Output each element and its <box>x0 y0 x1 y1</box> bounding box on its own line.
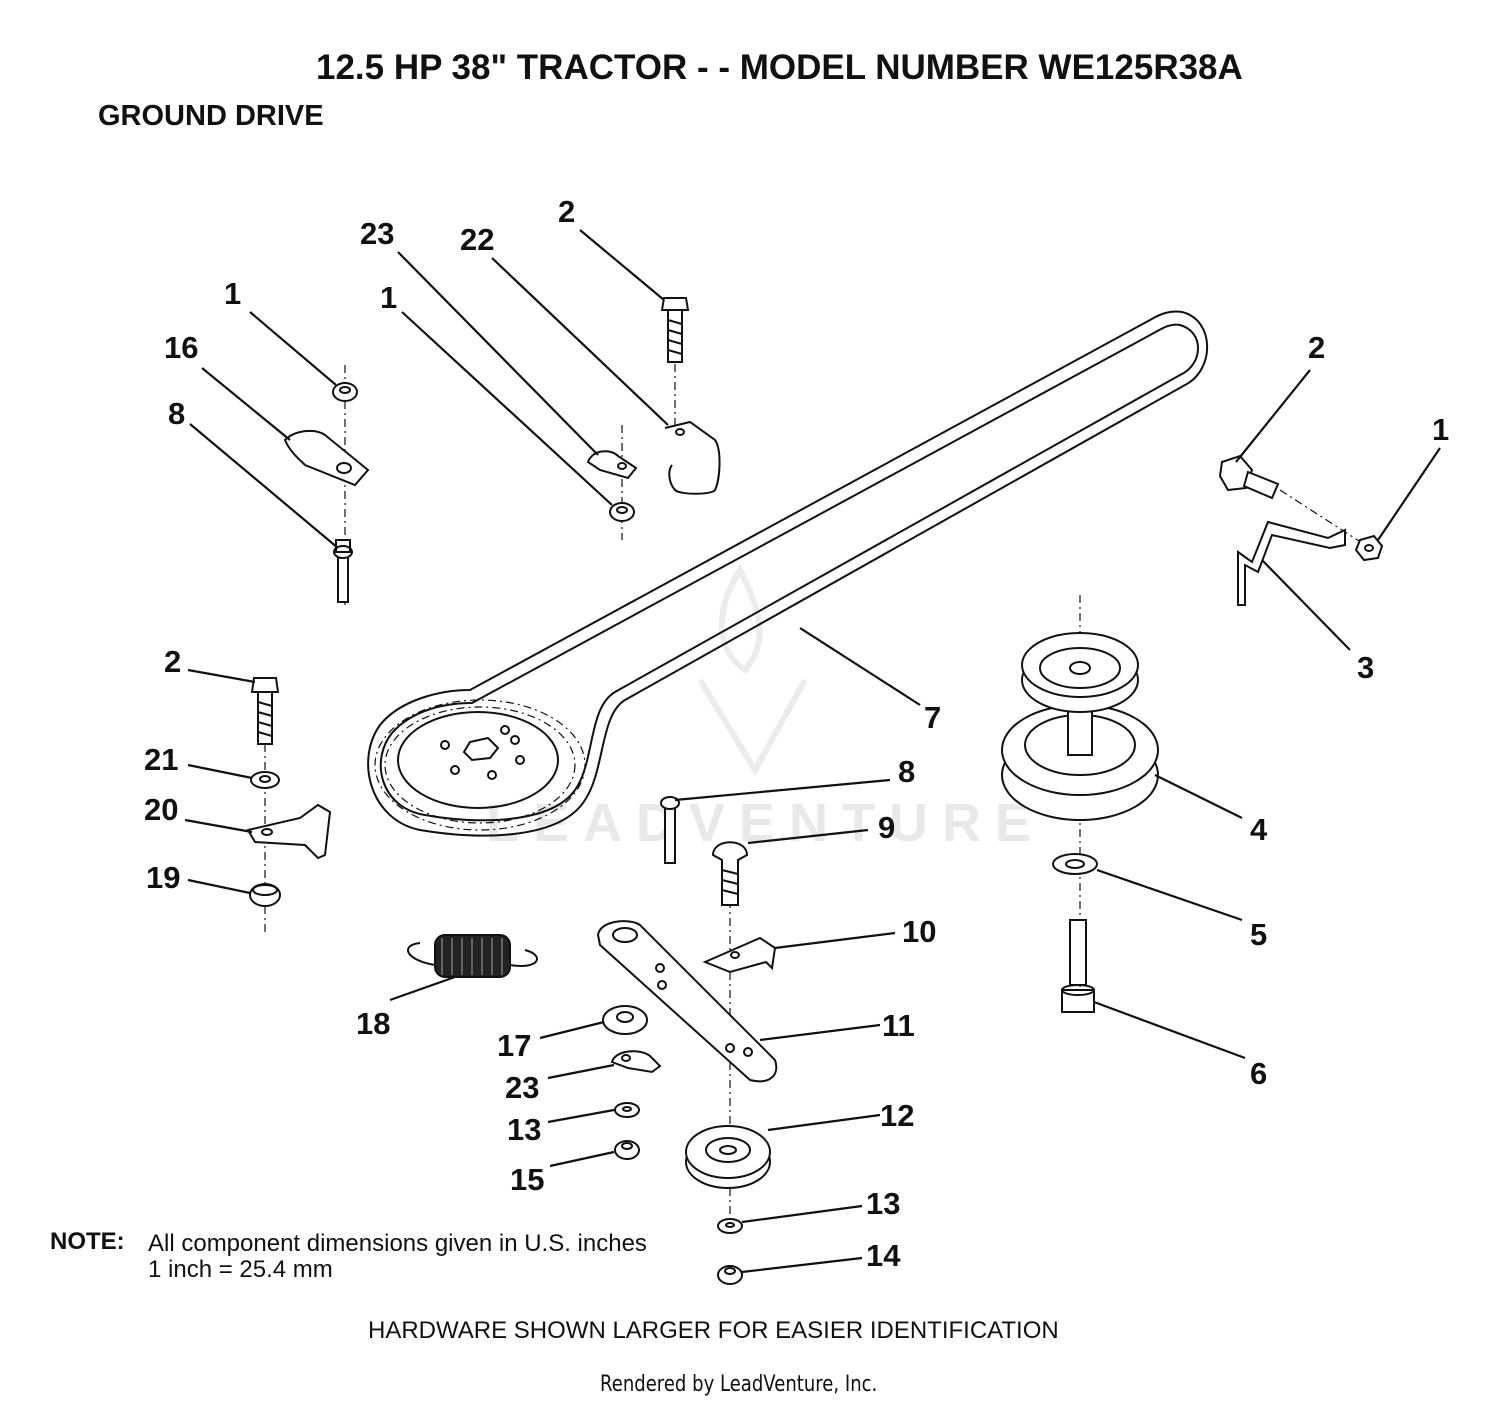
callout-17: 17 <box>497 1028 531 1063</box>
callout-23: 23 <box>360 216 394 251</box>
callout-4: 4 <box>1250 812 1268 847</box>
part-group-left <box>246 677 332 935</box>
callout-21: 21 <box>144 742 178 777</box>
callout-7: 7 <box>924 700 941 735</box>
spring <box>407 934 538 978</box>
part-group-top-middle <box>586 297 721 540</box>
section-title: GROUND DRIVE <box>98 100 324 132</box>
part-group-top-left <box>283 365 370 605</box>
callout-13: 13 <box>866 1186 900 1221</box>
note-line-2: 1 inch = 25.4 mm <box>148 1256 333 1283</box>
callout-2: 2 <box>558 194 575 229</box>
callout-19: 19 <box>146 860 180 895</box>
callout-22: 22 <box>460 222 494 257</box>
part-group-idler-arm <box>596 796 778 1285</box>
part-group-transmission-pulley <box>1001 595 1159 1013</box>
callout-11: 11 <box>882 1008 915 1043</box>
callout-8: 8 <box>168 396 185 431</box>
leader-lines <box>184 229 1441 1274</box>
callout-2: 2 <box>164 644 181 679</box>
drive-belt <box>367 310 1209 837</box>
page-title: 12.5 HP 38" TRACTOR - - MODEL NUMBER WE1… <box>316 48 1243 87</box>
callout-15: 15 <box>510 1162 544 1197</box>
callout-1: 1 <box>380 280 397 315</box>
callout-12: 12 <box>880 1098 914 1133</box>
callout-6: 6 <box>1250 1056 1267 1091</box>
callout-labels: 1 16 8 23 1 22 2 2 1 3 7 2 21 20 19 8 9 … <box>144 194 1449 1273</box>
callout-1: 1 <box>224 276 241 311</box>
rendered-by-footer: Rendered by LeadVenture, Inc. <box>600 1372 878 1397</box>
hardware-note: HARDWARE SHOWN LARGER FOR EASIER IDENTIF… <box>368 1317 1059 1344</box>
callout-8: 8 <box>898 754 915 789</box>
callout-10: 10 <box>902 914 936 949</box>
callout-9: 9 <box>878 810 895 845</box>
callout-5: 5 <box>1250 917 1267 952</box>
callout-1: 1 <box>1432 412 1449 447</box>
callout-16: 16 <box>164 330 198 365</box>
callout-18: 18 <box>356 1006 390 1041</box>
part-group-right <box>1218 454 1384 606</box>
callout-23: 23 <box>505 1070 539 1105</box>
callout-20: 20 <box>144 792 178 827</box>
watermark-text: LEADVENTURE <box>486 793 1046 853</box>
callout-14: 14 <box>866 1238 901 1273</box>
watermark-logo-icon <box>697 563 808 776</box>
callout-2: 2 <box>1308 330 1325 365</box>
callout-3: 3 <box>1357 650 1374 685</box>
note-label: NOTE: <box>50 1228 125 1255</box>
callout-13: 13 <box>507 1112 541 1147</box>
note-line-1: All component dimensions given in U.S. i… <box>148 1230 647 1257</box>
